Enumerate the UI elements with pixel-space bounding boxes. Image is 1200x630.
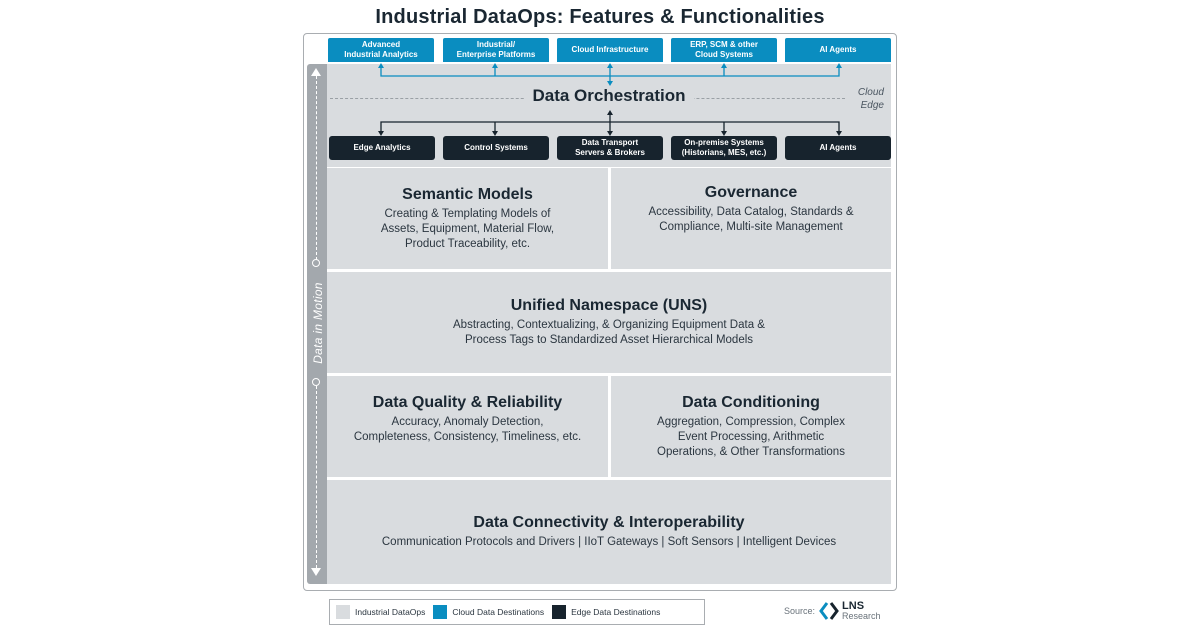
- band-dashed-line-bottom: [316, 386, 317, 568]
- data-in-motion-label: Data in Motion: [311, 282, 325, 364]
- layer-governance: Governance Accessibility, Data Catalog, …: [611, 168, 891, 269]
- cloud-destination-ai-agents: AI Agents: [785, 38, 891, 62]
- edge-destination-on-premise: On-premise Systems(Historians, MES, etc.…: [671, 136, 777, 160]
- band-circle-icon: [312, 378, 320, 386]
- layer-title: Data Quality & Reliability: [372, 394, 563, 411]
- data-in-motion-band: [307, 64, 327, 584]
- legend-swatch-dataops: [336, 605, 350, 619]
- band-circle-icon: [312, 259, 320, 267]
- legend-label: Industrial DataOps: [355, 607, 426, 617]
- layer-title: Governance: [704, 184, 798, 201]
- band-dashed-line-top: [316, 76, 317, 260]
- cloud-destination-enterprise-platforms: Industrial/Enterprise Platforms: [443, 38, 549, 62]
- page-title: Industrial DataOps: Features & Functiona…: [375, 6, 825, 28]
- layer-title: Data Conditioning: [682, 394, 820, 411]
- legend-label: Cloud Data Destinations: [452, 607, 545, 617]
- legend-label: Edge Data Destinations: [571, 607, 661, 617]
- layer-title: Unified Namespace (UNS): [510, 297, 708, 314]
- edge-destination-edge-analytics: Edge Analytics: [329, 136, 435, 160]
- lns-logo-icon: [819, 602, 839, 620]
- arrow-down-icon: [311, 568, 321, 576]
- cloud-destination-cloud-infrastructure: Cloud Infrastructure: [557, 38, 663, 62]
- edge-destination-control-systems: Control Systems: [443, 136, 549, 160]
- legend-swatch-edge: [552, 605, 567, 619]
- layer-data-connectivity: Data Connectivity & Interoperability Com…: [327, 480, 891, 584]
- arrow-up-icon: [311, 68, 321, 76]
- legend: Industrial DataOps Cloud Data Destinatio…: [329, 599, 705, 625]
- legend-swatch-cloud: [433, 605, 448, 619]
- layer-semantic-models: Semantic Models Creating & Templating Mo…: [327, 168, 608, 269]
- data-orchestration-title: Data Orchestration: [327, 86, 891, 106]
- layer-title: Semantic Models: [402, 185, 533, 203]
- layer-data-conditioning: Data Conditioning Aggregation, Compressi…: [611, 376, 891, 477]
- layer-title: Data Connectivity & Interoperability: [473, 514, 745, 531]
- edge-destination-ai-agents: AI Agents: [785, 136, 891, 160]
- layer-data-quality: Data Quality & Reliability Accuracy, Ano…: [327, 376, 608, 477]
- layer-unified-namespace: Unified Namespace (UNS) Abstracting, Con…: [327, 272, 891, 373]
